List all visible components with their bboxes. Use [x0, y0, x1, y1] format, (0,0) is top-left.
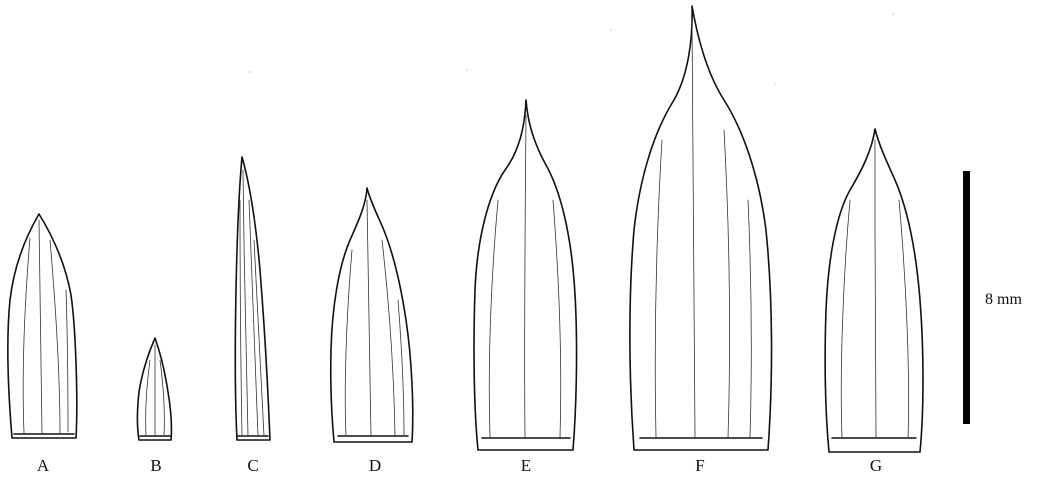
panel-label-d: D — [369, 456, 381, 475]
leaf-f — [630, 6, 772, 450]
leaf-a-vein-midrib — [39, 220, 42, 433]
leaf-d — [331, 188, 413, 442]
panel-label-a: A — [37, 456, 50, 475]
leaf-a-outline — [8, 214, 77, 438]
leaf-d-vein-outer — [398, 300, 404, 436]
leaf-g-vein-midrib — [875, 140, 876, 438]
leaf-c-vein-outer — [254, 240, 264, 436]
leaf-b — [138, 338, 172, 440]
leaf-e-vein-right — [553, 200, 561, 438]
scale-bar — [963, 171, 970, 424]
leaf-c-vein-midrib — [243, 170, 248, 436]
leaf-d-vein-left — [345, 250, 352, 436]
panel-label-e: E — [521, 456, 531, 475]
leaf-b-outline — [138, 338, 172, 440]
panel-label-f: F — [695, 456, 704, 475]
leaf-d-vein-midrib — [367, 200, 371, 436]
panel-label-c: C — [247, 456, 258, 475]
leaf-a — [8, 214, 77, 438]
leaf-e-vein-left — [489, 200, 498, 438]
leaf-c — [235, 157, 270, 440]
leaf-f-vein-left — [655, 140, 662, 438]
leaf-g-vein-right — [899, 200, 909, 438]
leaf-d-outline — [331, 188, 413, 442]
leaf-a-vein-outer — [66, 290, 68, 432]
leaf-f-vein-midrib — [692, 20, 695, 438]
leaf-e — [474, 100, 577, 450]
leaf-a-vein-right — [50, 240, 60, 433]
panel-label-b: B — [150, 456, 161, 475]
leaf-a-vein-left — [23, 238, 30, 433]
leaf-f-outline — [630, 6, 772, 450]
leaf-b-vein-left — [146, 360, 150, 436]
leaf-c-vein-left — [240, 200, 242, 436]
paper-specks — [249, 13, 894, 85]
leaf-e-vein-midrib — [525, 115, 526, 438]
leaf-f-vein-outer — [748, 200, 751, 438]
leaf-d-vein-right — [382, 240, 395, 436]
panel-label-g: G — [870, 456, 882, 475]
scale-bar-label: 8 mm — [985, 291, 1022, 308]
leaf-f-vein-right — [724, 130, 730, 438]
leaf-g-vein-left — [841, 200, 850, 438]
leaf-g — [825, 129, 923, 452]
